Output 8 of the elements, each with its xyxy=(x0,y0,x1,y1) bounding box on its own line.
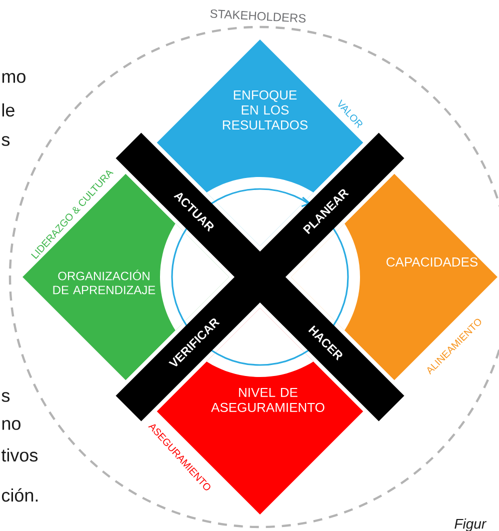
label-text: ción. xyxy=(2,488,38,502)
label-text: STAKEHOLDERS xyxy=(210,9,306,23)
label-text: s xyxy=(2,136,10,146)
label-text: tivos xyxy=(1,448,38,462)
label-text: mo xyxy=(2,73,26,83)
label-text: le xyxy=(2,103,14,117)
label-text: no xyxy=(2,420,20,430)
label-text: s xyxy=(2,392,10,402)
